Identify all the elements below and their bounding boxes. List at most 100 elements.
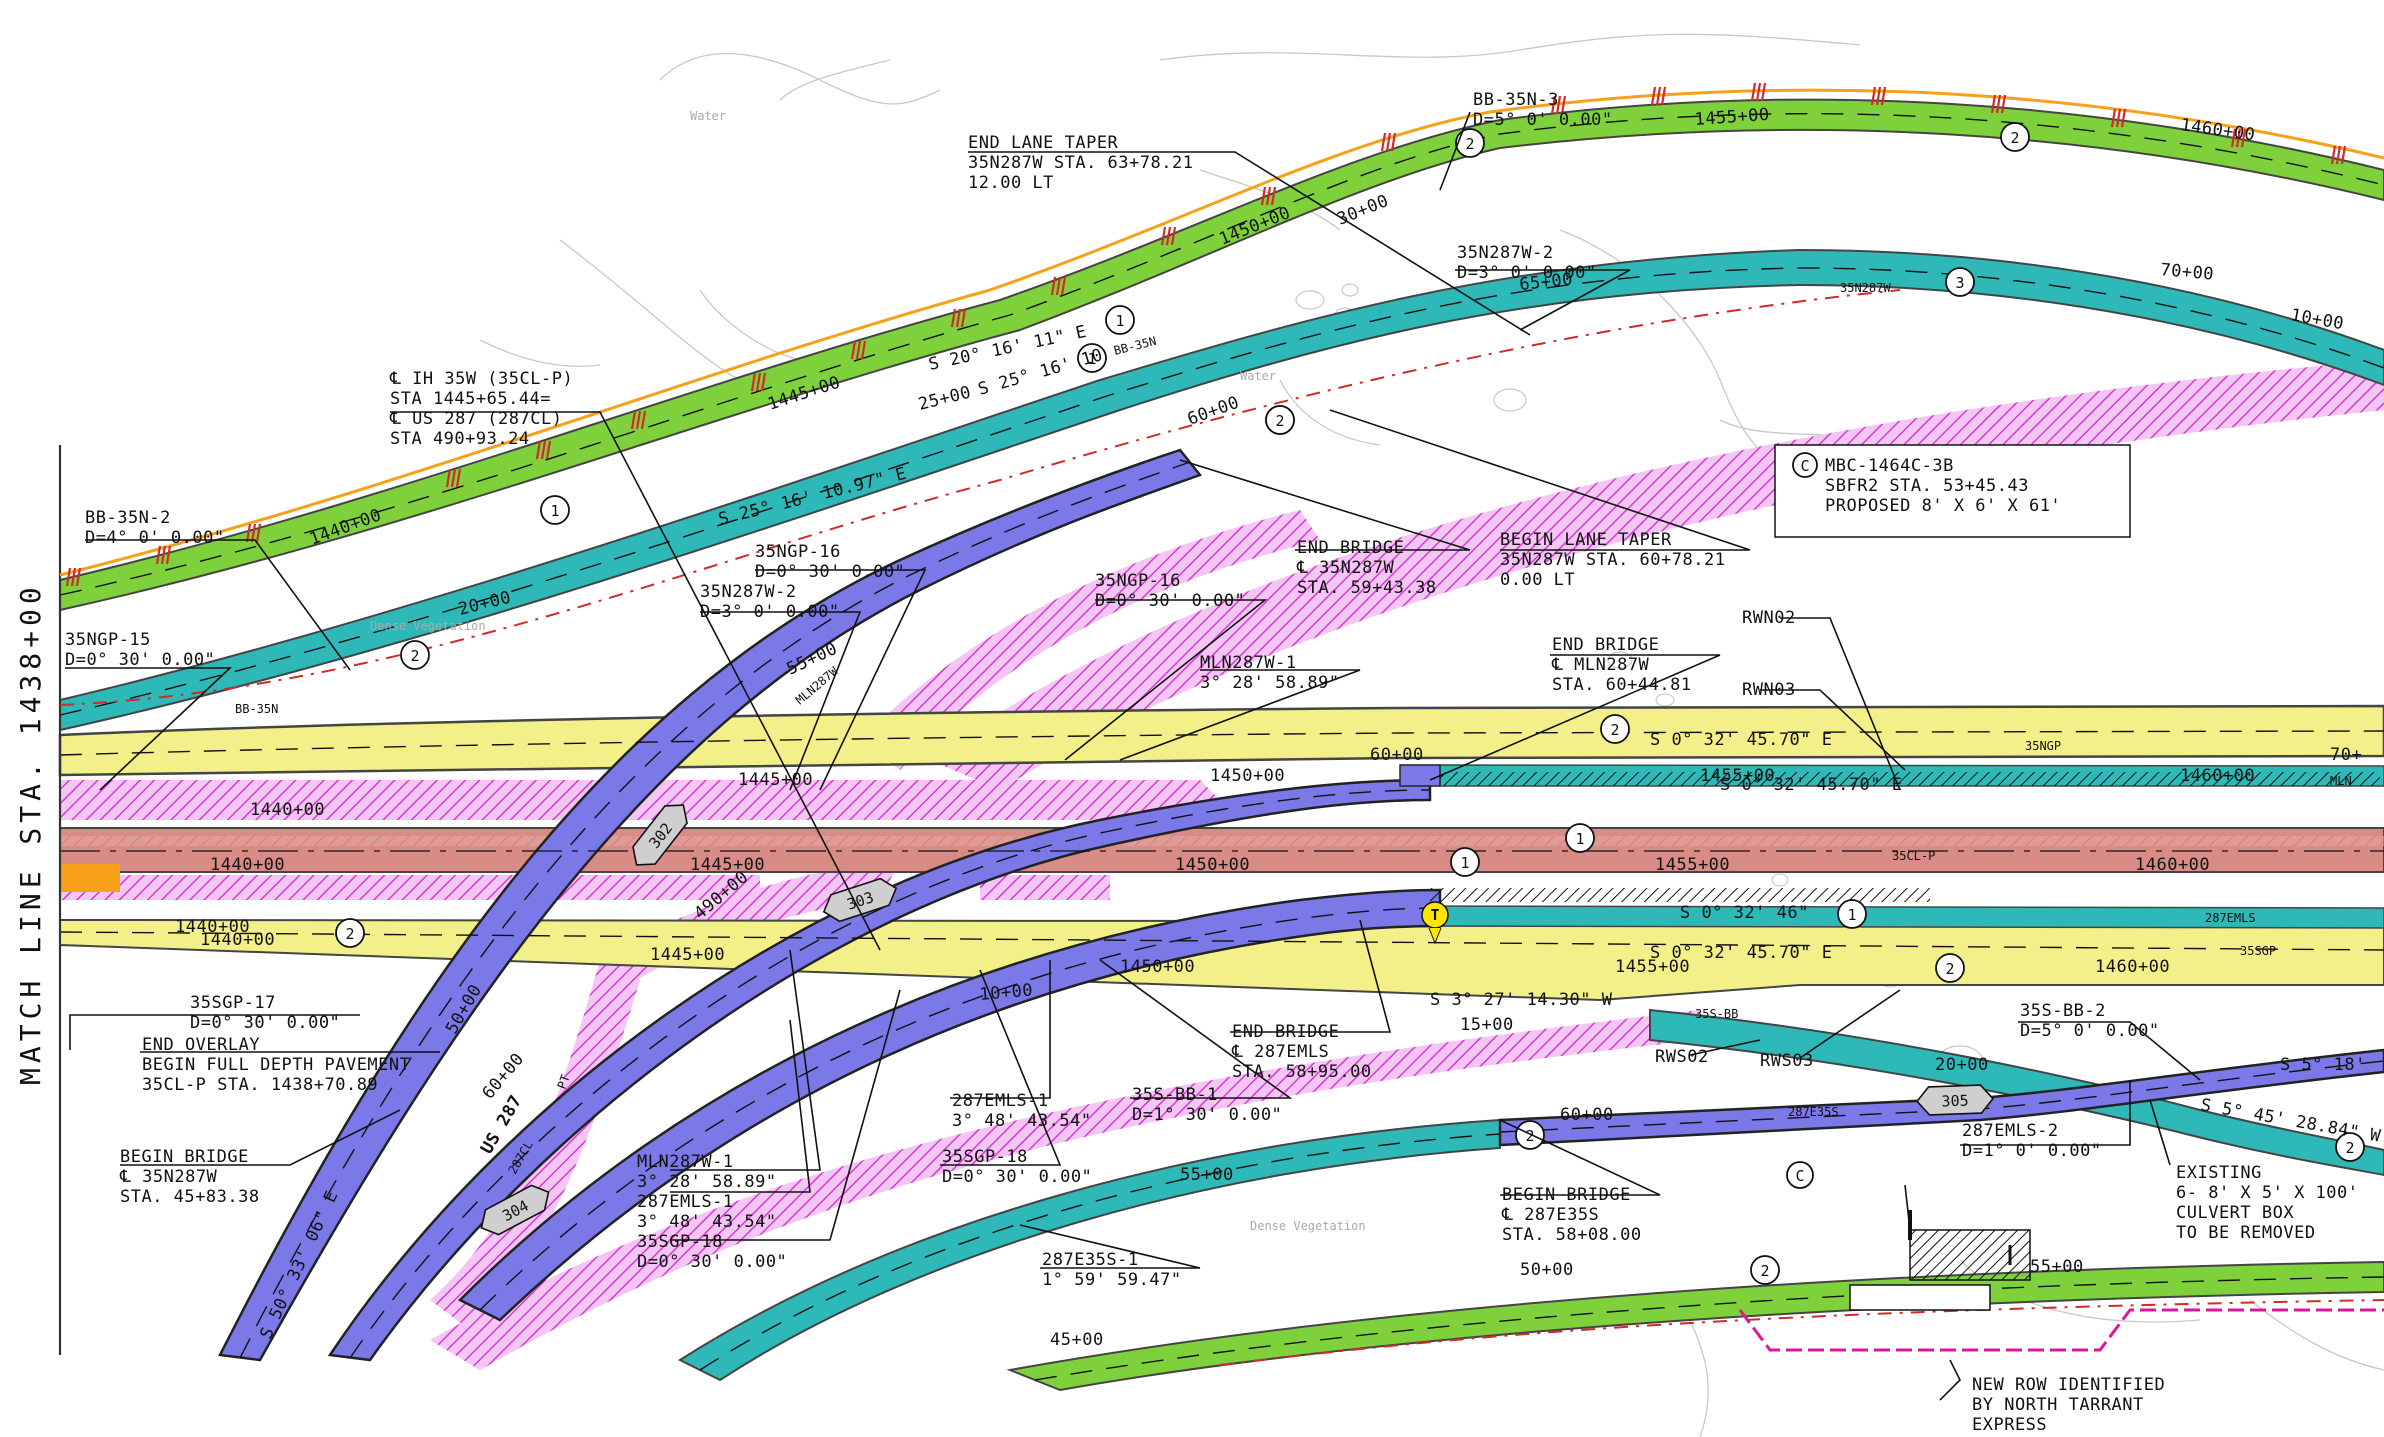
svg-text:25+00: 25+00 xyxy=(916,382,973,414)
svg-text:15+00: 15+00 xyxy=(1460,1015,1514,1035)
lane-number-circle: 1 xyxy=(1077,343,1107,373)
row-tick xyxy=(540,440,547,460)
lane-number-circle: 1 xyxy=(1837,899,1867,929)
row-tick xyxy=(2230,128,2237,148)
svg-text:Water: Water xyxy=(1240,369,1276,383)
svg-text:Water: Water xyxy=(690,109,726,123)
svg-text:S 0° 32' 45.70" E: S 0° 32' 45.70" E xyxy=(1720,775,1903,795)
svg-text:1450+00: 1450+00 xyxy=(1210,766,1285,786)
row-tick xyxy=(2335,145,2342,165)
row-tick xyxy=(160,545,167,565)
svg-text:S 0° 32' 45.70" E: S 0° 32' 45.70" E xyxy=(1650,943,1833,963)
svg-text:2: 2 xyxy=(345,925,354,943)
svg-text:1440+00: 1440+00 xyxy=(250,800,325,820)
svg-text:70+: 70+ xyxy=(2330,745,2362,765)
svg-text:60+00: 60+00 xyxy=(479,1049,529,1103)
row-tick xyxy=(165,545,172,565)
row-tick xyxy=(1060,276,1067,296)
svg-text:2: 2 xyxy=(1465,135,1474,153)
svg-text:S 0° 32' 45.70" E: S 0° 32' 45.70" E xyxy=(1650,730,1833,750)
svg-text:20+00: 20+00 xyxy=(1935,1055,1989,1075)
callout-cl-ih35w: ℄ IH 35W (35CL-P)STA 1445+65.44=℄ US 287… xyxy=(389,369,573,449)
row-tick xyxy=(1875,86,1882,106)
lane-number-circle: 2 xyxy=(400,640,430,670)
row-tick xyxy=(1990,94,1997,114)
svg-text:S 25° 16' 10.97" E: S 25° 16' 10.97" E xyxy=(716,464,908,530)
row-tick xyxy=(1660,86,1667,106)
svg-text:60+00: 60+00 xyxy=(1370,745,1424,765)
bridge-tag-302[interactable]: 302 xyxy=(626,796,695,873)
row-tick xyxy=(2120,108,2127,128)
svg-text:1455+00: 1455+00 xyxy=(1615,957,1690,977)
lane-number-circle: 2 xyxy=(1750,1255,1780,1285)
row-tick xyxy=(1380,132,1387,152)
traffic-signal-marker[interactable]: T xyxy=(1421,901,1449,945)
row-tick xyxy=(1560,95,1567,115)
row-tick xyxy=(2110,108,2117,128)
svg-text:3: 3 xyxy=(1955,274,1964,292)
svg-text:1460+00: 1460+00 xyxy=(2095,957,2170,977)
bridge-tag-303[interactable]: 303 xyxy=(820,875,901,925)
svg-text:1: 1 xyxy=(1087,350,1096,368)
row-tick xyxy=(1650,86,1657,106)
svg-text:35NGP: 35NGP xyxy=(2025,739,2061,753)
row-tick xyxy=(850,340,857,360)
row-tick xyxy=(1170,226,1177,246)
row-tick xyxy=(1870,86,1877,106)
row-tick xyxy=(1050,276,1057,296)
leader-lines xyxy=(65,111,2201,1401)
row-tick xyxy=(1755,82,1762,102)
lane-number-circle: 3 xyxy=(1945,267,1975,297)
lane-lines xyxy=(58,112,2384,1381)
svg-text:287E35S: 287E35S xyxy=(1788,1105,1839,1119)
row-tick xyxy=(1655,86,1662,106)
row-tick xyxy=(1055,276,1062,296)
svg-text:55+00: 55+00 xyxy=(1180,1165,1234,1185)
lane-number-circle: 2 xyxy=(2000,122,2030,152)
bridge-tag-304[interactable]: 304 xyxy=(475,1180,555,1240)
lane-number-circle: 1 xyxy=(540,495,570,525)
svg-text:S 0° 32' 46": S 0° 32' 46" xyxy=(1680,903,1809,923)
lane-number-circle: 1 xyxy=(1565,823,1595,853)
ramps-teal xyxy=(59,248,2384,1382)
row-tick xyxy=(1165,226,1172,246)
lane-number-circle: 2 xyxy=(1455,128,1485,158)
culvert-callout-box[interactable]: C xyxy=(1774,444,2131,538)
svg-text:1: 1 xyxy=(1847,906,1856,924)
bridge-tag-305[interactable]: 305 xyxy=(1915,1084,1995,1116)
svg-text:1455+00: 1455+00 xyxy=(1700,766,1775,786)
row-tick xyxy=(535,440,542,460)
svg-text:Dense Vegetation: Dense Vegetation xyxy=(1250,1219,1366,1233)
row-tick xyxy=(245,523,252,543)
svg-text:1460+00: 1460+00 xyxy=(2135,855,2210,875)
svg-text:1460+00: 1460+00 xyxy=(2180,766,2255,786)
lane-number-circle: 2 xyxy=(1515,1120,1545,1150)
svg-text:C: C xyxy=(1795,1167,1804,1185)
row-tick xyxy=(455,468,462,488)
row-tick xyxy=(1750,82,1757,102)
culvert-symbol[interactable]: C xyxy=(1786,1161,2012,1311)
svg-text:1440+00: 1440+00 xyxy=(175,917,250,937)
row-tick xyxy=(2115,108,2122,128)
svg-text:305: 305 xyxy=(1941,1092,1969,1111)
row-tick xyxy=(950,308,957,328)
row-tick xyxy=(855,340,862,360)
row-tick xyxy=(955,308,962,328)
